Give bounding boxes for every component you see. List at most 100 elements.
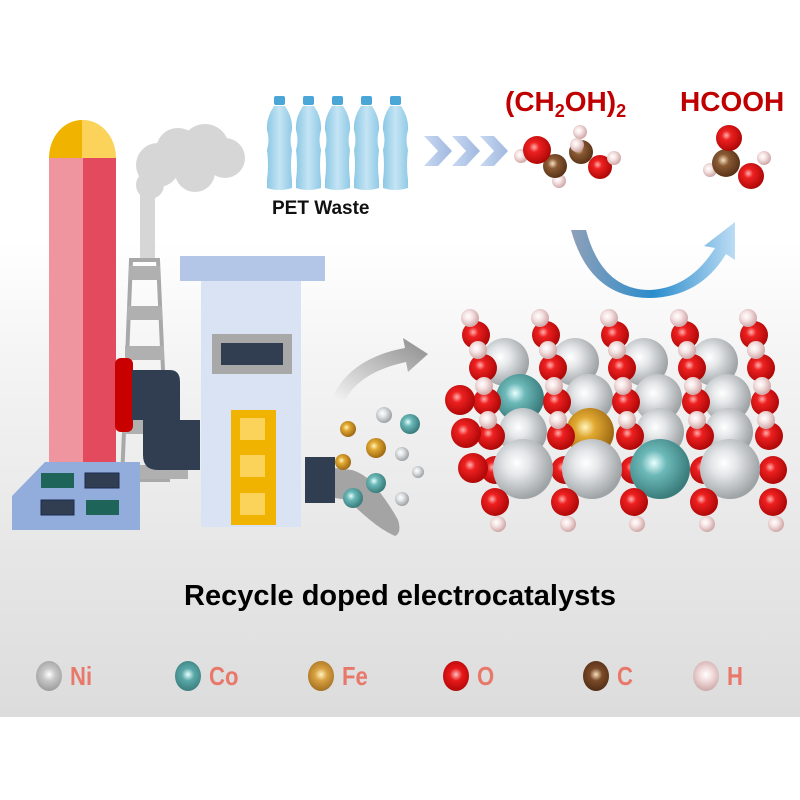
oxygen-atom [601,321,629,349]
formic-acid-label: HCOOH [680,86,785,117]
hydrogen-atom [678,341,696,359]
legend-item-o: O [443,658,497,694]
bottle-icon [353,96,380,190]
pipe [132,370,200,470]
outlet [305,457,335,503]
silo [49,119,116,463]
hydrogen-atom [747,341,765,359]
oxygen-atom [543,388,571,416]
oxygen-atom [686,422,714,450]
formic-acid-molecule [703,125,771,189]
recovered-metal-particles [335,407,424,508]
hydrogen-atom [479,411,497,429]
hydrogen-atom [768,516,784,532]
hydrogen-atom [684,377,702,395]
gray-curved-arrow [332,338,428,400]
blue-curved-arrow [571,222,735,298]
legend-label: O [477,660,495,691]
oxygen-atom [620,488,648,516]
legend-label: Fe [342,660,368,691]
hydrogen-atom [539,341,557,359]
catalyst-slab [445,309,787,532]
element-legend: Ni Co Fe O C H [0,658,800,694]
oxygen-atom [451,418,481,448]
oxygen-atom [469,354,497,382]
hydrogen-atom [545,377,563,395]
metal-atom [565,374,613,422]
hydrogen-atom [688,411,706,429]
legend-item-h: H [693,658,746,694]
o-atom-icon [443,661,469,691]
hydrogen-atom [531,309,549,327]
oxygen-atom [477,422,505,450]
oxygen-atom [612,388,640,416]
metal-atom [630,439,690,499]
hydrogen-atom [618,411,636,429]
hydrogen-atom [549,411,567,429]
bottle-icon [266,96,293,190]
hydrogen-atom [608,341,626,359]
oxygen-atom [458,453,488,483]
oxygen-atom [551,488,579,516]
diagram-title: Recycle doped electrocatalysts [184,580,616,612]
hydrogen-atom [757,411,775,429]
pet-bottles [266,96,409,190]
legend-item-c: C [583,658,636,694]
hydrogen-atom [490,516,506,532]
oxygen-atom [462,321,490,349]
legend-label: Ni [70,660,93,691]
oxygen-atom [678,354,706,382]
oxygen-atom [755,422,783,450]
pet-waste-label: PET Waste [272,198,370,219]
hydrogen-atom [699,516,715,532]
dust-cloud [335,468,400,536]
legend-label: H [727,660,743,691]
oxygen-atom [747,354,775,382]
hydrogen-atom [475,377,493,395]
bottle-icon [324,96,351,190]
legend-label: C [617,660,633,691]
legend-item-fe: Fe [308,658,372,694]
metal-atom [634,374,682,422]
factory-building [180,256,325,527]
legend-label: Co [209,660,239,691]
oxygen-atom [690,488,718,516]
ethylene-glycol-molecule [514,125,621,188]
hydrogen-atom [614,377,632,395]
oxygen-atom [616,422,644,450]
chevron-arrows [424,136,508,166]
legend-item-co: Co [175,658,244,694]
hydrogen-atom [560,516,576,532]
oxygen-atom [682,388,710,416]
fe-atom-icon [308,661,334,691]
oxygen-atom [759,456,787,484]
oxygen-atom [751,388,779,416]
oxygen-atom [481,488,509,516]
ni-atom-icon [36,661,62,691]
bottle-icon [382,96,409,190]
oxygen-atom [671,321,699,349]
h-atom-icon [693,661,719,691]
hydrogen-atom [469,341,487,359]
hydrogen-atom [629,516,645,532]
valve [115,358,133,432]
oxygen-atom [547,422,575,450]
oxygen-atom [539,354,567,382]
oxygen-atom [473,388,501,416]
hydrogen-atom [753,377,771,395]
hydrogen-atom [600,309,618,327]
oxygen-atom [445,385,475,415]
oxygen-atom [740,321,768,349]
hydrogen-atom [670,309,688,327]
metal-atom [493,439,553,499]
hydrogen-atom [461,309,479,327]
co-atom-icon [175,661,201,691]
smoke-cloud [136,124,245,260]
control-box [12,462,140,530]
oxygen-atom [608,354,636,382]
c-atom-icon [583,661,609,691]
ethylene-glycol-label: (CH2OH)2 [505,86,627,121]
hydrogen-atom [739,309,757,327]
metal-atom [700,439,760,499]
